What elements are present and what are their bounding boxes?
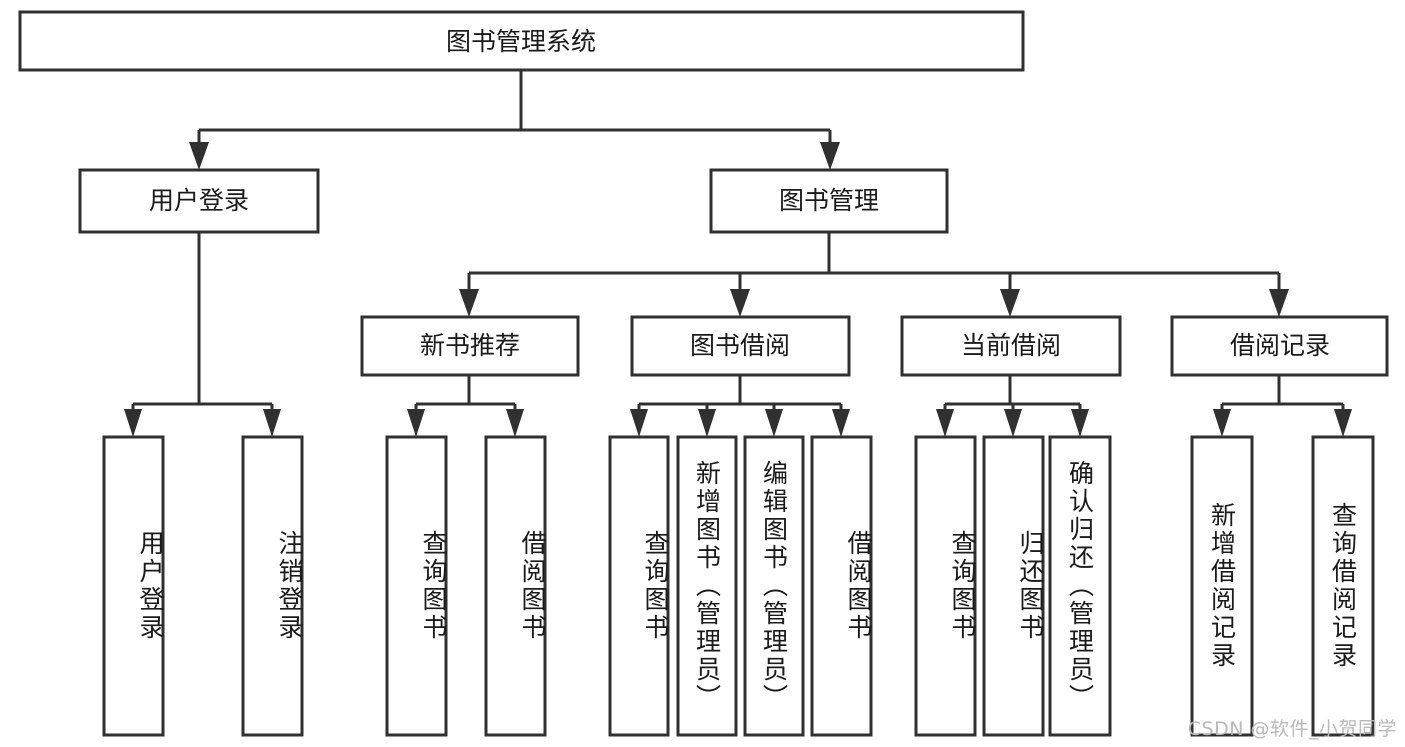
arrow-head-leaf-rec-borrow-book	[506, 409, 524, 437]
arrow-head-leaf-rec-query-book	[407, 409, 425, 437]
arrow-head-to-current-borrow	[1000, 289, 1020, 317]
arrow-head-to-book-manage	[820, 142, 840, 170]
connector-userlogin-to-leaves	[131, 232, 274, 417]
node-box-leaf-borrow-add-book[interactable]	[676, 435, 738, 737]
node-layer: 图书管理系统 用户登录 图书管理 新书推荐 图书借阅 当前借阅 借阅记录	[18, 10, 1389, 737]
arrow-head-leaf-borrow-edit-book	[765, 409, 783, 437]
arrow-head-leaf-user-login	[124, 409, 142, 437]
node-box-leaf-rec-query-book[interactable]	[385, 435, 448, 737]
node-box-leaf-borrow-borrow-book[interactable]	[810, 435, 873, 737]
node-box-leaf-borrow-edit-book[interactable]	[743, 435, 805, 737]
arrow-head-leaf-current-confirm-return	[1071, 409, 1089, 437]
connector-recommend-to-leaves	[414, 375, 517, 417]
node-box-current-borrow[interactable]	[900, 315, 1122, 377]
node-label-new-book-recommend: 新书推荐	[420, 331, 520, 360]
arrow-head-to-book-borrow	[730, 289, 750, 317]
node-box-leaf-current-query-book[interactable]	[914, 435, 977, 737]
node-label-user-login: 用户登录	[149, 186, 249, 215]
node-label-borrow-record: 借阅记录	[1230, 331, 1330, 360]
node-box-leaf-user-logout[interactable]	[241, 435, 304, 737]
arrow-head-leaf-borrow-borrow-book	[832, 409, 850, 437]
connector-bookborrow-to-leaves	[637, 375, 843, 417]
arrow-head-leaf-user-logout	[263, 409, 281, 437]
arrow-head-leaf-record-query	[1334, 409, 1352, 437]
arrow-head-to-new-book-recommend	[459, 289, 479, 317]
connector-root-to-bus	[197, 70, 832, 150]
node-box-leaf-record-add[interactable]	[1190, 435, 1254, 737]
arrow-head-to-borrow-record	[1269, 289, 1289, 317]
node-box-leaf-record-query[interactable]	[1311, 435, 1375, 737]
node-box-book-manage[interactable]	[709, 168, 949, 234]
node-label-root: 图书管理系统	[446, 27, 596, 56]
node-box-leaf-user-login[interactable]	[102, 435, 165, 737]
arrow-head-leaf-record-add	[1213, 409, 1231, 437]
node-label-book-manage: 图书管理	[779, 186, 879, 215]
node-box-leaf-current-return-book[interactable]	[982, 435, 1045, 737]
arrow-head-leaf-current-return-book	[1004, 409, 1022, 437]
node-box-root[interactable]	[18, 10, 1025, 72]
node-box-user-login[interactable]	[78, 168, 320, 234]
node-box-borrow-record[interactable]	[1170, 315, 1389, 377]
node-box-leaf-rec-borrow-book[interactable]	[484, 435, 547, 737]
connector-layer	[124, 70, 1352, 437]
node-box-new-book-recommend[interactable]	[360, 315, 580, 377]
csdn-watermark: CSDN @软件_小贺同学	[1187, 718, 1397, 740]
connector-borrowrecord-to-leaves	[1220, 375, 1345, 417]
node-box-leaf-current-confirm-return[interactable]	[1048, 435, 1112, 737]
node-box-book-borrow[interactable]	[630, 315, 851, 377]
arrow-head-to-user-login	[189, 142, 209, 170]
arrow-head-leaf-current-query-book	[936, 409, 954, 437]
node-box-leaf-borrow-query-book[interactable]	[608, 435, 670, 737]
arrow-head-leaf-borrow-add-book	[698, 409, 716, 437]
arrow-head-leaf-borrow-query-book	[630, 409, 648, 437]
node-label-book-borrow: 图书借阅	[690, 331, 790, 360]
connector-bookmanage-to-bus	[467, 232, 1281, 297]
node-label-current-borrow: 当前借阅	[961, 331, 1061, 360]
